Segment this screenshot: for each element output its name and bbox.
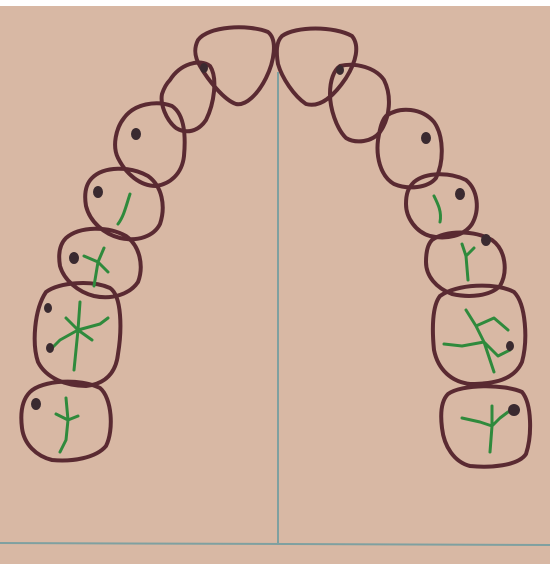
contact-mark-canine-left bbox=[421, 132, 431, 144]
contact-mark-lateral-left bbox=[336, 65, 344, 75]
contact-mark-premolar1-left bbox=[455, 188, 465, 200]
contact-mark-molar1-right-a bbox=[44, 303, 52, 313]
contact-mark-molar2-left bbox=[508, 404, 520, 416]
contact-mark-premolar1-right bbox=[93, 186, 103, 198]
contact-mark-premolar2-left bbox=[481, 234, 491, 246]
contact-mark-premolar2-right bbox=[69, 252, 79, 264]
contact-mark-molar1-left bbox=[506, 341, 514, 351]
contact-mark-lateral-right bbox=[200, 63, 208, 73]
contact-mark-canine-right bbox=[131, 128, 141, 140]
contact-mark-molar2-right bbox=[31, 398, 41, 410]
contact-mark-molar1-right-b bbox=[46, 343, 54, 353]
